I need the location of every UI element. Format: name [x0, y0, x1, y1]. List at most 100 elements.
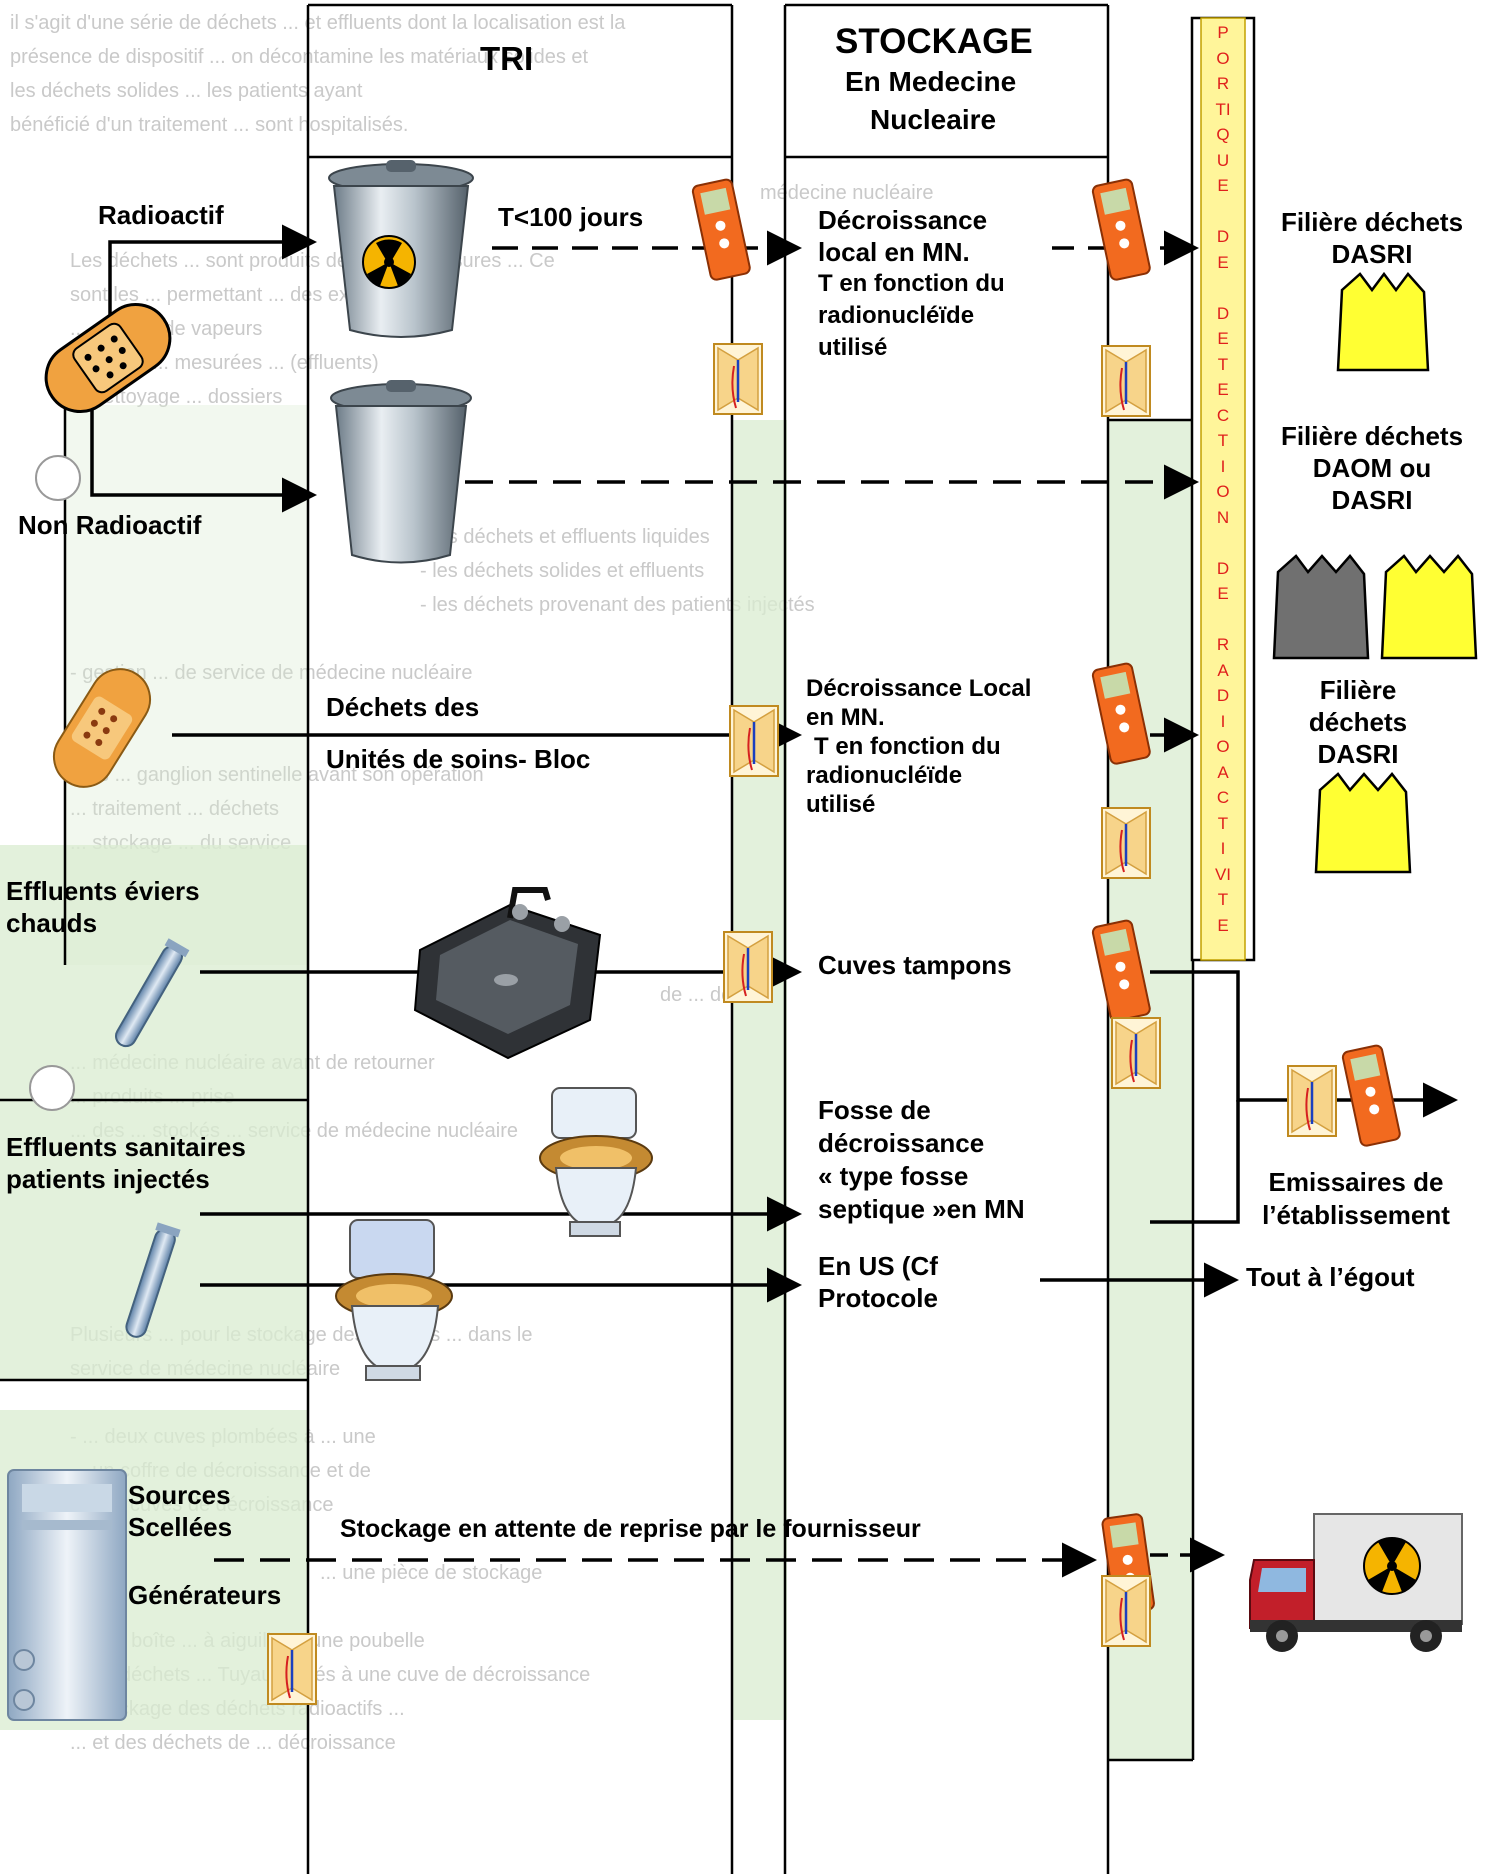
- fosse-line: décroissance: [818, 1128, 985, 1158]
- register-book-icon: [723, 931, 773, 1003]
- label-effluents-eviers-2: chauds: [6, 908, 98, 938]
- sink-icon: [413, 887, 602, 1060]
- label-dechets-unites-1: Déchets des: [326, 692, 480, 722]
- portique-letter: TI: [1215, 99, 1231, 119]
- column-header-stockage: STOCKAGE: [835, 22, 1033, 61]
- radiation-detector-icon: [1341, 1044, 1401, 1147]
- test-tube-icon: [115, 938, 190, 1048]
- en-us-line: En US (Cf: [818, 1251, 938, 1281]
- portique-letter: T: [1217, 431, 1229, 450]
- column-header-tri: TRI: [480, 40, 534, 77]
- column-header-stockage-sub2: Nucleaire: [870, 104, 997, 135]
- label-emissaires: Emissaires de l’établissement: [1236, 1166, 1476, 1232]
- portique-letter: I: [1220, 456, 1226, 476]
- truck-icon: [1249, 1513, 1463, 1652]
- register-book-icon: [1287, 1065, 1337, 1137]
- toilet-icon: [335, 1219, 453, 1381]
- label-decroissance-2: Décroissance Local en MN. T en fonction …: [806, 674, 1031, 819]
- yellow-bag-icon: [1336, 271, 1430, 372]
- portique-letter: E: [1217, 252, 1229, 272]
- register-book-icon: [1111, 1017, 1161, 1089]
- portique-letter: R: [1216, 74, 1230, 93]
- emissaires-line: l’établissement: [1262, 1200, 1450, 1230]
- radiation-detector-icon: [1091, 919, 1151, 1022]
- register-book-icon: [1101, 345, 1151, 417]
- filiere-daom-line: DAOM ou: [1312, 453, 1432, 483]
- portique-letter: A: [1217, 762, 1229, 782]
- radiation-detector-icon: [1091, 178, 1151, 281]
- portique-letter: U: [1216, 150, 1230, 170]
- register-book-icon: [1101, 807, 1151, 879]
- portique-letter: E: [1217, 584, 1229, 603]
- portique-letter: E: [1217, 915, 1229, 935]
- label-stockage-reprise: Stockage en attente de reprise par le fo…: [340, 1515, 921, 1543]
- portique-letter: VI: [1214, 864, 1232, 884]
- register-book-icon: [267, 1633, 317, 1705]
- fosse-line: « type fosse: [818, 1161, 969, 1191]
- portique-letter: I: [1220, 839, 1226, 858]
- yellow-bag-icon: [1314, 772, 1412, 874]
- decroissance-1-line: T en fonction du: [818, 270, 1005, 297]
- decroissance-1-line: utilisé: [818, 334, 888, 361]
- bandage-icon: [52, 668, 152, 788]
- portique-letter: R: [1216, 635, 1230, 654]
- portique-letter: D: [1216, 303, 1230, 323]
- filiere-daom-line: Filière déchets: [1280, 421, 1464, 451]
- emissaires-line: Emissaires de: [1268, 1167, 1444, 1197]
- generator-icon: [7, 1469, 127, 1721]
- fosse-line: septique »en MN: [818, 1194, 1025, 1224]
- portique-letter: E: [1217, 380, 1229, 399]
- register-book-icon: [1101, 1575, 1151, 1647]
- portique-letter: D: [1216, 227, 1230, 246]
- portique-letter: O: [1216, 737, 1230, 756]
- grey-bag-icon: [1272, 554, 1370, 660]
- portique-letter: T: [1217, 354, 1229, 374]
- filiere-dasri-2-line: DASRI: [1317, 739, 1399, 769]
- radiation-detector-icon: [691, 178, 751, 281]
- label-fosse: Fosse de décroissance « type fosse septi…: [818, 1094, 1025, 1226]
- label-t-100-jours: T<100 jours: [498, 202, 644, 232]
- column-header-stockage-sub: En Medecine: [845, 66, 1017, 97]
- decroissance-2-line: en MN.: [806, 704, 885, 731]
- portique-letter: E: [1217, 176, 1229, 195]
- portique-strip: [1200, 17, 1246, 961]
- decroissance-1-line: local en MN.: [818, 237, 970, 267]
- portique-letter: N: [1216, 507, 1230, 527]
- filiere-daom-line: DASRI: [1331, 485, 1413, 515]
- decroissance-2-line: T en fonction du: [814, 733, 1001, 760]
- portique-letter: O: [1216, 482, 1230, 501]
- portique-letter: D: [1216, 558, 1230, 578]
- label-sources-scellees-2: Scellées: [128, 1512, 233, 1542]
- arrow-radioactif-to-can: [108, 224, 317, 330]
- decroissance-2-line: radionucléïde: [806, 762, 963, 789]
- toilet-icon: [539, 1087, 653, 1237]
- label-effluents-eviers-1: Effluents éviers: [6, 876, 200, 906]
- green-zone-center: [732, 420, 787, 1720]
- decroissance-1-line: radionucléïde: [818, 302, 975, 329]
- label-effluents-sanitaires-2: patients injectés: [6, 1164, 210, 1194]
- yellow-bag-icon: [1380, 554, 1478, 660]
- portique-letter: O: [1216, 48, 1230, 68]
- label-sources-scellees-1: Sources: [128, 1480, 231, 1510]
- arrow-nonradio-to-can: [90, 395, 317, 513]
- label-radioactif: Radioactif: [98, 200, 224, 230]
- portique-letter: I: [1220, 711, 1226, 731]
- decroissance-2-line: Décroissance Local: [806, 675, 1032, 702]
- label-effluents-sanitaires-1: Effluents sanitaires: [6, 1132, 246, 1162]
- portique-letter: C: [1216, 788, 1230, 807]
- radioactive-trash-can-icon: [328, 160, 474, 338]
- punch-hole-icon: [29, 1065, 75, 1111]
- arrow-fosse-to-emissaires: [1150, 1100, 1240, 1224]
- radiation-detector-icon: [1091, 662, 1151, 765]
- arrow-cuves-to-emissaires: [1150, 970, 1458, 1118]
- punch-hole-icon: [35, 455, 81, 501]
- label-cuves-tampons: Cuves tampons: [818, 950, 1012, 980]
- filiere-dasri-1-line: Filière déchets: [1280, 207, 1464, 237]
- label-filiere-daom: Filière déchets DAOM ou DASRI: [1262, 420, 1482, 516]
- portique-letter: C: [1216, 405, 1230, 425]
- portique-letter: D: [1216, 686, 1230, 705]
- label-dechets-unites-2: Unités de soins- Bloc: [326, 744, 591, 774]
- portique-letter: T: [1217, 813, 1229, 833]
- trash-can-icon: [330, 380, 472, 564]
- filiere-dasri-1-line: DASRI: [1331, 239, 1413, 269]
